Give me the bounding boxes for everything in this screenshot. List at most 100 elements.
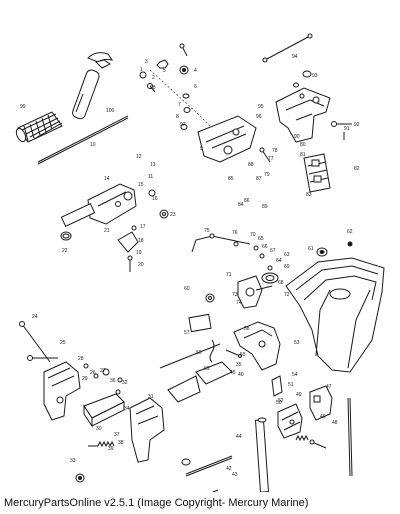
cotter-pin[interactable] [225,349,242,358]
callout-53: 53 [294,340,300,346]
washer[interactable] [139,71,147,79]
swivel-pin-rod[interactable] [347,397,353,477]
tilt-lever[interactable] [159,343,221,403]
callout-32: 32 [122,380,128,386]
thrust-washer[interactable] [205,293,215,303]
callout-35: 35 [236,362,242,368]
clamp-bracket[interactable] [233,321,281,371]
lock-spring[interactable] [295,434,309,442]
lower-cowl-housing[interactable] [285,257,385,373]
callout-77: 77 [268,156,274,162]
pin[interactable] [293,82,299,88]
shift-link-rod[interactable] [191,233,251,253]
grommet[interactable] [148,189,156,197]
reverse-lock-assembly[interactable] [277,403,303,439]
swivel-cap[interactable] [271,375,283,397]
callout-99: 99 [20,104,26,110]
clamp-handle-pad[interactable] [83,393,125,428]
callout-55: 55 [240,352,246,358]
callout-100: 100 [106,108,115,114]
stud-screw[interactable] [127,255,133,272]
washer-3[interactable] [181,458,191,466]
drain-plug[interactable] [347,241,353,247]
callout-57: 57 [184,330,190,336]
gear-bracket[interactable] [237,275,273,309]
cam-lever[interactable] [117,225,139,253]
callout-29: 29 [82,376,88,382]
callout-91: 91 [344,126,350,132]
callout-60: 60 [184,286,190,292]
transom-clamp[interactable] [43,361,81,421]
callout-58: 58 [244,326,250,332]
pivot-bolt[interactable] [27,355,59,361]
callout-93: 93 [312,73,318,79]
stabilizer-spring[interactable] [88,440,115,448]
lock-screw[interactable] [309,439,327,449]
nut[interactable] [156,59,169,69]
callout-64: 64 [276,258,282,264]
callout-48: 48 [332,420,338,426]
clip[interactable] [302,70,312,78]
bushing[interactable] [180,107,191,130]
callout-81: 81 [300,152,306,158]
callout-43: 43 [232,472,238,478]
callout-2: 2 [152,75,155,81]
callout-97: 97 [180,122,186,128]
callout-76: 76 [232,230,238,236]
steering-tube[interactable] [254,417,270,492]
float-spring[interactable] [316,247,328,257]
callout-14: 14 [104,176,110,182]
pulley-washer[interactable] [261,272,279,284]
tilt-pin[interactable] [204,489,219,492]
callout-36: 36 [110,378,116,384]
tiller-grip[interactable] [71,52,114,120]
swivel-bracket[interactable] [275,87,331,143]
callout-23: 23 [170,212,176,218]
lock-bracket[interactable] [309,385,333,421]
tilt-rod[interactable] [185,455,233,477]
tilt-plate[interactable] [195,361,233,385]
callout-26: 26 [90,370,96,376]
callout-3: 3 [145,59,148,65]
control-rod[interactable] [262,33,313,63]
shift-cylinder-assembly[interactable] [60,183,137,227]
callout-61: 61 [308,246,314,252]
callout-92: 92 [354,122,360,128]
callout-20: 20 [138,262,144,268]
spring-clip[interactable] [209,339,215,363]
callout-34: 34 [124,406,130,412]
callout-33: 33 [70,458,76,464]
throttle-shaft[interactable] [37,115,129,165]
knob[interactable] [75,473,85,483]
swivel-bolt[interactable] [331,121,353,141]
screw[interactable] [147,83,156,93]
rubber-mount[interactable] [303,153,331,193]
friction-knob[interactable] [179,65,189,75]
callout-31: 31 [148,394,154,400]
callout-74: 74 [236,300,242,306]
tiller-bracket[interactable] [197,115,257,163]
callout-67: 67 [270,248,276,254]
callout-4: 4 [194,68,197,74]
callout-49: 49 [296,392,302,398]
small-hardware-set[interactable] [233,241,273,271]
washer-2[interactable] [159,209,169,219]
clamp-bracket-right[interactable] [129,397,165,463]
bracket-screw[interactable] [259,147,271,163]
o-ring[interactable] [60,231,72,241]
callout-50: 50 [276,400,282,406]
callout-15: 15 [138,182,144,188]
callout-37: 37 [114,432,120,438]
locking-plate[interactable] [188,313,212,333]
callout-80: 80 [300,142,306,148]
handle-grip-knurled[interactable] [14,111,63,143]
clamp-screw-set[interactable] [83,363,123,395]
callout-27: 27 [100,368,106,374]
callout-86: 86 [244,198,250,204]
callout-52: 52 [278,398,284,404]
callout-94: 94 [292,54,298,60]
spacer[interactable] [182,93,190,99]
clamp-rod[interactable] [19,321,51,363]
callout-18: 18 [138,238,144,244]
bolt[interactable] [179,43,188,57]
